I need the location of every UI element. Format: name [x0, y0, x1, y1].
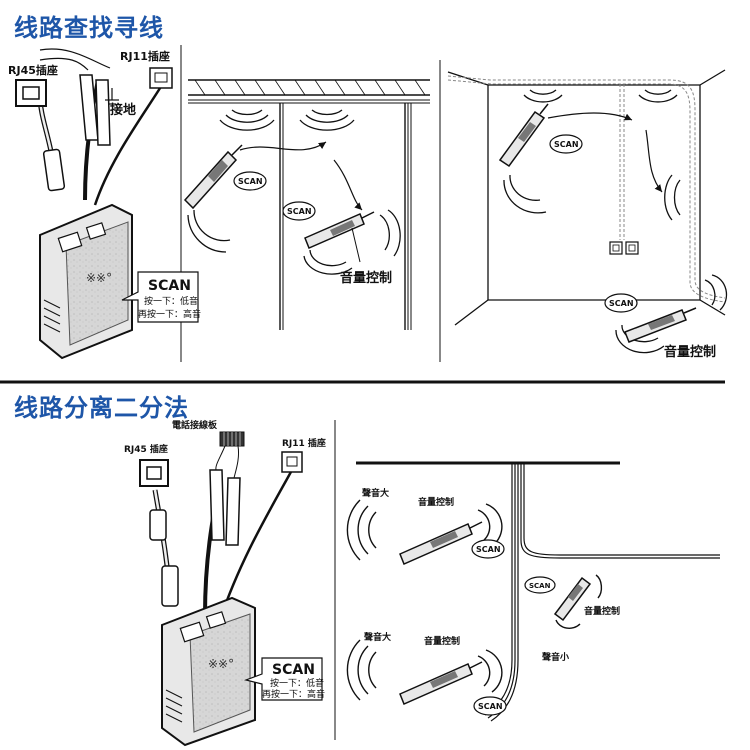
loud-label-2: 聲音大	[364, 631, 391, 643]
volume-label-3: 音量控制	[418, 496, 454, 508]
scan-bubble-2	[282, 201, 316, 221]
scan-bubble-text-7: SCAN	[529, 582, 551, 590]
ground-label-1: 接地	[110, 102, 136, 118]
scan-bubble-5	[471, 539, 505, 559]
rj11-label-2: RJ11 插座	[282, 437, 326, 449]
rj11-label-1: RJ11插座	[120, 49, 170, 63]
scan-bubble-1	[233, 171, 267, 191]
volume-label-4: 音量控制	[584, 605, 620, 617]
sound-waves-bisect	[346, 499, 603, 701]
quiet-label: 聲音小	[542, 651, 569, 663]
probe-icon-7	[553, 576, 592, 622]
scan-bubble-6	[473, 696, 507, 716]
arrow-mid-1	[239, 141, 327, 151]
hint-high-2: 再按一下：高音	[262, 688, 325, 700]
probe-icon-2	[304, 211, 375, 249]
room-wiring-dashed	[447, 75, 726, 303]
rj45-label-2: RJ45 插座	[124, 443, 168, 455]
section1-title: 线路查找寻线	[14, 14, 164, 42]
patch-label: 電話接線板	[172, 419, 218, 431]
section2-title: 线路分离二分法	[14, 394, 189, 422]
probe-icon-6	[399, 661, 483, 705]
svg-text:※※°: ※※°	[208, 657, 234, 671]
scan-bubble-3	[549, 134, 583, 154]
volume-label-2: 音量控制	[664, 344, 716, 360]
wall-outlets	[609, 241, 639, 255]
hint-high-1: 再按一下：高音	[138, 308, 201, 320]
sound-waves-mid	[187, 109, 401, 275]
hint-low-1: 按一下：低音	[144, 295, 198, 307]
tester-device-2: ※※°	[139, 431, 303, 747]
scan-bubble-text-1: SCAN	[238, 177, 263, 186]
scan-bubble-7	[524, 576, 556, 594]
loud-label-1: 聲音大	[362, 487, 389, 499]
probe-icon-4	[624, 307, 697, 343]
hint-low-2: 按一下：低音	[270, 677, 324, 689]
scan-callout-2	[243, 657, 323, 701]
arrow-mid-2	[333, 159, 363, 211]
scan-bubble-4	[604, 293, 638, 313]
arrow-room-1	[547, 112, 633, 121]
svg-text:※※°: ※※°	[86, 271, 112, 285]
scan-label-2: SCAN	[272, 662, 315, 678]
scan-bubble-text-6: SCAN	[478, 702, 503, 711]
rj45-label-1: RJ45插座	[8, 63, 58, 77]
arrow-room-2	[645, 129, 663, 193]
scan-label-1: SCAN	[148, 278, 191, 294]
volume-pointer-1	[351, 227, 361, 263]
room-outline	[447, 69, 726, 326]
scan-bubble-text-3: SCAN	[554, 140, 579, 149]
probe-icon-5	[399, 521, 483, 565]
scan-bubble-text-4: SCAN	[609, 299, 634, 308]
sound-waves-room	[503, 89, 728, 354]
volume-label-5: 音量控制	[424, 635, 460, 647]
tester-device-1: ※※°	[15, 48, 173, 360]
scan-bubble-text-2: SCAN	[287, 207, 312, 216]
ceiling-tray	[188, 79, 430, 330]
scan-callout-1	[121, 271, 199, 323]
scan-bubble-text-5: SCAN	[476, 545, 501, 554]
probe-icon-1	[183, 144, 243, 210]
probe-icon-3	[498, 103, 549, 168]
volume-label-1: 音量控制	[340, 270, 392, 286]
